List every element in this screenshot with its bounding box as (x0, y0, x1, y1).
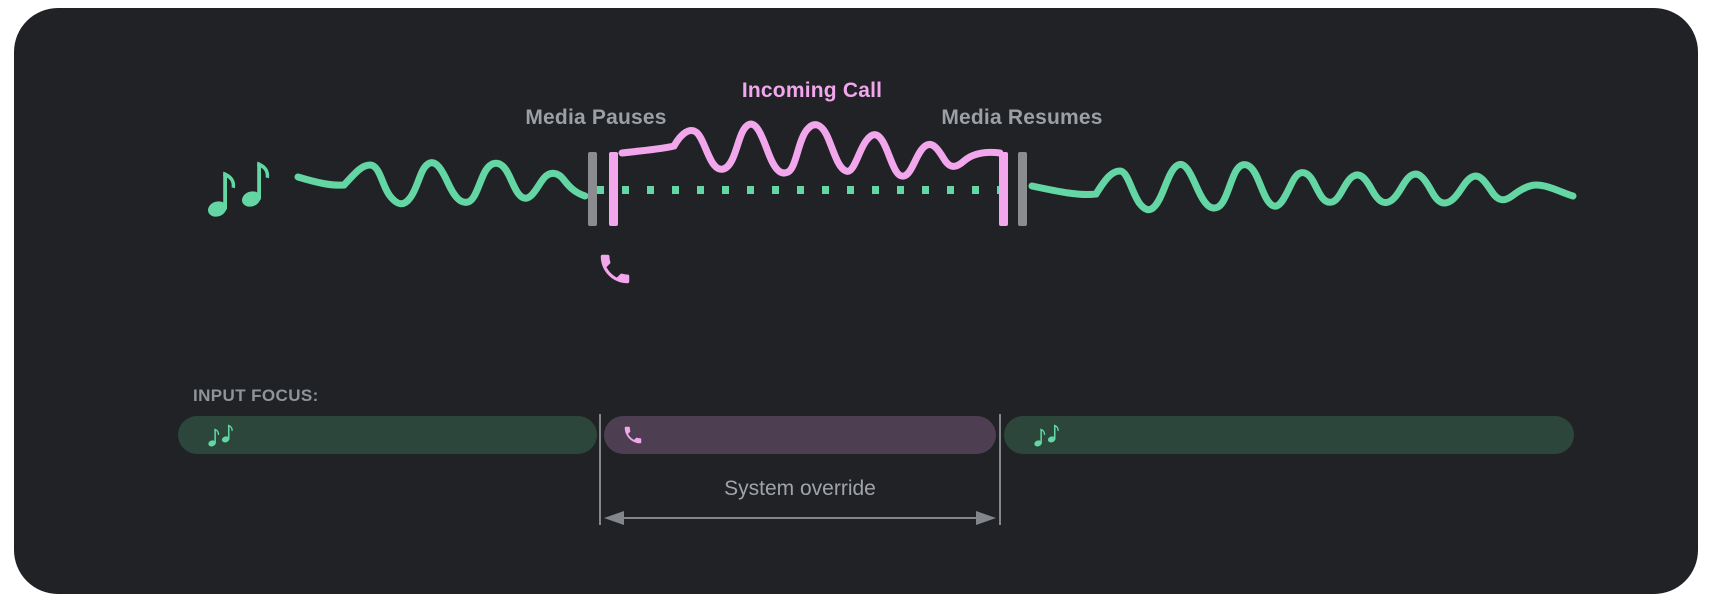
focus-segment-media-1 (178, 416, 597, 454)
media-waveform-before (294, 159, 589, 208)
media-waveform-after (1028, 160, 1577, 214)
input-focus-label: INPUT FOCUS: (193, 386, 319, 405)
phone-icon (596, 250, 634, 288)
system-override-arrow (604, 511, 996, 525)
resume-marker-pink-bar (999, 152, 1008, 226)
pause-marker-gray-bar (588, 152, 597, 226)
media-pauses-label: Media Pauses (525, 106, 667, 129)
system-override-label: System override (724, 477, 876, 500)
waveform-canvas (294, 120, 1577, 214)
focus-segment-media-2 (1004, 416, 1574, 454)
music-notes-icon (1034, 423, 1061, 447)
override-guide-line-left (599, 414, 601, 525)
phone-icon (622, 424, 644, 446)
paused-media-dotted-line (597, 186, 1015, 194)
dark-card-background (14, 8, 1698, 594)
pause-marker-pink-bar (609, 152, 618, 226)
resume-marker-gray-bar (1018, 152, 1027, 226)
music-notes-icon (208, 158, 274, 218)
focus-segment-call (604, 416, 996, 454)
music-notes-icon (208, 423, 235, 447)
call-waveform (618, 120, 1004, 180)
override-guide-line-right (999, 414, 1001, 525)
incoming-call-label: Incoming Call (741, 79, 883, 102)
media-resumes-label: Media Resumes (941, 106, 1103, 129)
